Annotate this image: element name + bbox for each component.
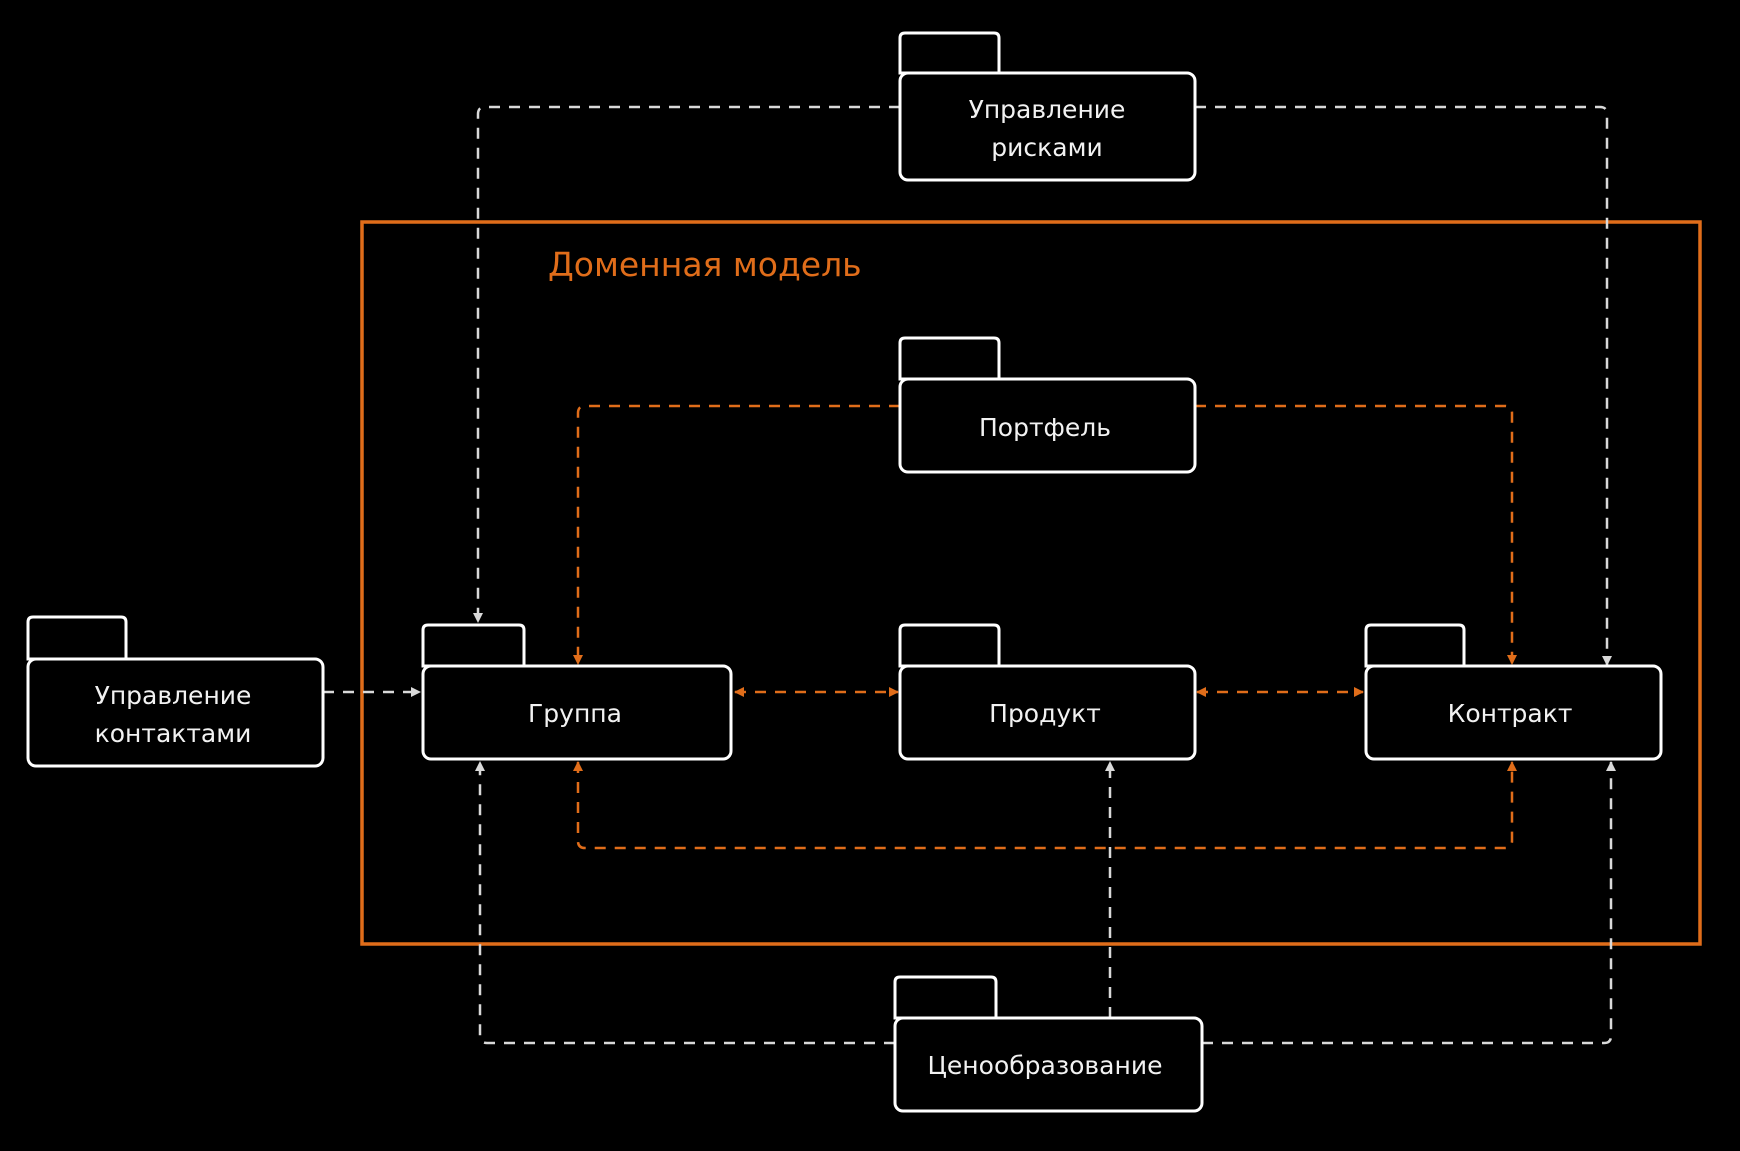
- package-contact-management: Управление контактами: [26, 615, 325, 768]
- package-label: Портфель: [979, 413, 1111, 442]
- package-label: Управление: [969, 95, 1126, 124]
- edge-risk-to-contract: [1195, 105, 1612, 666]
- package-risk-management: Управление рисками: [898, 31, 1197, 182]
- package-label: Управление: [95, 681, 252, 710]
- external-dependencies: [323, 105, 1616, 1045]
- package-product: Продукт: [898, 623, 1197, 761]
- package-label: Контракт: [1448, 699, 1573, 728]
- package-group: Группа: [421, 623, 733, 761]
- edge-pricing-to-group: [475, 761, 895, 1045]
- edge-group-contract: [573, 761, 1517, 850]
- package-portfolio: Портфель: [898, 336, 1197, 474]
- package-label: контактами: [95, 719, 252, 748]
- package-label: рисками: [991, 133, 1102, 162]
- domain-model-title: Доменная модель: [548, 245, 862, 284]
- package-label: Продукт: [989, 699, 1101, 728]
- edge-pricing-to-contract: [1202, 761, 1616, 1045]
- package-label: Ценообразование: [928, 1051, 1163, 1080]
- edge-portfolio-to-contract: [1195, 404, 1517, 665]
- package-contract: Контракт: [1364, 623, 1663, 761]
- domain-model-boundary: [360, 220, 1702, 946]
- edge-risk-to-group: [473, 105, 900, 623]
- edge-portfolio-to-group: [573, 404, 900, 665]
- domain-dependencies: [573, 404, 1517, 850]
- package-label: Группа: [528, 699, 622, 728]
- package-pricing: Ценообразование: [893, 975, 1204, 1113]
